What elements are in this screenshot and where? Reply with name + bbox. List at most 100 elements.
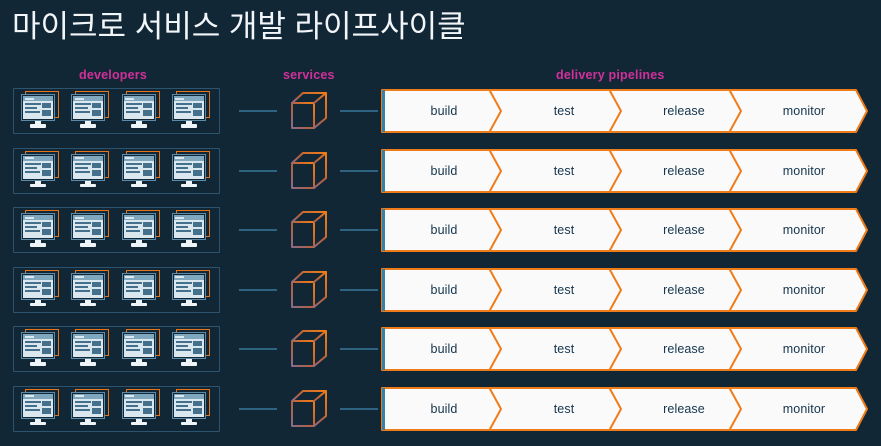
monitor-side-panels — [142, 222, 152, 236]
monitor-icon[interactable] — [121, 269, 163, 308]
monitor-code-lines — [175, 281, 192, 296]
cube-icon[interactable] — [288, 209, 332, 251]
monitor-icon[interactable] — [20, 388, 62, 427]
monitor-icon[interactable] — [171, 91, 213, 129]
monitor-side-panels — [192, 103, 202, 117]
monitor-screen — [73, 274, 104, 298]
monitor-icon[interactable] — [171, 329, 213, 367]
monitor-screen — [73, 96, 104, 119]
cube-icon[interactable] — [288, 328, 332, 370]
monitor-side-panels — [142, 400, 152, 415]
monitor-screen — [173, 334, 204, 357]
monitor-code-lines — [75, 222, 92, 236]
cube-icon[interactable] — [288, 269, 332, 311]
developer-group[interactable] — [13, 326, 220, 372]
developer-group[interactable] — [13, 266, 220, 313]
monitor-side-panels — [142, 162, 152, 177]
monitor-code-lines — [25, 162, 41, 177]
monitor-icon[interactable] — [171, 269, 213, 308]
monitor-stand-base — [30, 421, 46, 425]
monitor-icon[interactable] — [20, 269, 62, 308]
monitor-icon[interactable] — [20, 329, 62, 367]
monitor-stand-neck — [185, 299, 192, 304]
monitor-icon[interactable] — [121, 388, 163, 427]
monitor-stand-neck — [35, 359, 41, 363]
monitor-stand-base — [180, 183, 197, 187]
connector-developers-to-service — [239, 110, 277, 112]
monitor-titlebar-dots — [175, 335, 185, 338]
monitor-stand-neck — [185, 180, 192, 185]
connector-developers-to-service — [239, 169, 277, 172]
monitor-icon[interactable] — [20, 150, 62, 189]
monitor-icon[interactable] — [20, 210, 62, 248]
monitor-stand-base — [180, 124, 197, 128]
monitor-icon[interactable] — [171, 388, 213, 427]
monitor-stand-base — [80, 302, 97, 306]
monitor-titlebar — [173, 96, 204, 101]
monitor-titlebar — [123, 393, 154, 399]
cube-icon-svg — [291, 389, 327, 427]
monitor-icon[interactable] — [20, 91, 62, 129]
monitor-titlebar-dots — [125, 216, 135, 219]
monitor-icon[interactable] — [171, 150, 213, 189]
cube-icon[interactable] — [288, 150, 332, 192]
monitor-icon[interactable] — [171, 210, 213, 248]
monitor-stand-base — [80, 421, 97, 425]
monitor-titlebar — [73, 334, 104, 339]
monitor-icon[interactable] — [70, 91, 112, 129]
monitor-side-panels — [192, 400, 202, 415]
monitor-icon[interactable] — [121, 91, 163, 129]
monitor-screen — [23, 96, 53, 119]
pipeline-shape-svg — [381, 386, 868, 431]
monitor-screen — [123, 96, 154, 119]
pipeline-shape-svg — [381, 327, 868, 371]
cube-icon-svg — [291, 211, 327, 248]
monitor-icon[interactable] — [121, 329, 163, 367]
developer-group[interactable] — [13, 385, 220, 432]
monitor-side-panels — [92, 281, 102, 296]
monitor-icon[interactable] — [121, 210, 163, 248]
monitor-stand-base — [30, 243, 46, 247]
developer-group[interactable] — [13, 207, 220, 253]
monitor-stand-base — [180, 421, 197, 425]
monitor-side-panels — [42, 162, 51, 177]
monitor-icon[interactable] — [70, 388, 112, 427]
monitor-screen — [23, 155, 53, 179]
developer-group[interactable] — [13, 147, 220, 194]
connector-developers-to-service — [239, 348, 277, 350]
monitor-stand-base — [80, 124, 97, 128]
cube-icon[interactable] — [288, 388, 332, 430]
column-header-services: services — [283, 68, 335, 82]
cube-icon-svg — [291, 151, 327, 189]
monitor-icon[interactable] — [70, 329, 112, 367]
cube-icon[interactable] — [288, 90, 332, 132]
monitor-titlebar — [23, 274, 53, 280]
monitor-stand-neck — [35, 299, 41, 304]
monitor-side-panels — [42, 341, 51, 355]
monitor-titlebar — [73, 393, 104, 399]
monitor-stand-base — [30, 124, 46, 128]
monitor-titlebar-dots — [74, 157, 84, 159]
monitor-titlebar-dots — [74, 335, 84, 338]
monitor-titlebar-dots — [74, 276, 84, 278]
monitor-side-panels — [92, 400, 102, 415]
monitor-icon[interactable] — [121, 150, 163, 189]
monitor-stand-neck — [185, 359, 192, 363]
monitor-icon[interactable] — [70, 269, 112, 308]
monitor-side-panels — [192, 162, 202, 177]
monitor-icon[interactable] — [70, 210, 112, 248]
monitor-stand-neck — [35, 180, 41, 185]
monitor-titlebar — [123, 96, 154, 101]
cube-icon-svg — [291, 270, 327, 308]
developer-group[interactable] — [13, 88, 220, 134]
cube-icon-svg — [291, 92, 327, 129]
monitor-icon[interactable] — [70, 150, 112, 189]
monitor-code-lines — [75, 400, 92, 415]
